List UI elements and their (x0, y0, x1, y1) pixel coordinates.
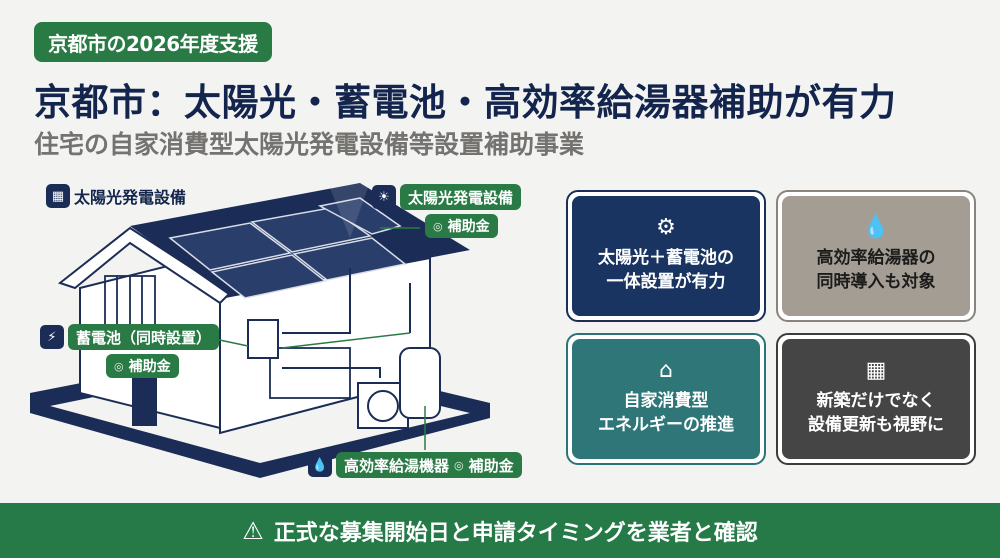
water-heater-text: 高効率給湯機器 (344, 456, 450, 475)
battery-callout: ⚡ 蓄電池（同時設置） (40, 324, 220, 350)
card-text: 自家消費型 エネルギーの推進 (598, 391, 734, 435)
warning-icon: ⚠ (242, 516, 264, 545)
year-tag: 京都市の2026年度支援 (34, 22, 272, 62)
water-heater-callout: 💧 高効率給湯機器 ◎ 補助金 (308, 452, 522, 478)
house-arrow-icon: ⌂ (659, 358, 673, 384)
coins-icon: ◎ (433, 219, 443, 233)
card-equipment-update: ▦ 新築だけでなく 設備更新も視野に (776, 333, 976, 465)
solar-callout: ☀ 太陽光発電設備 (372, 184, 522, 210)
battery-subsidy: ◎ 補助金 (106, 354, 179, 378)
top-left-solar-label: ▦ 太陽光発電設備 (46, 184, 186, 208)
water-drop-icon: 💧 (308, 453, 332, 477)
card-text: 新築だけでなく 設備更新も視野に (808, 391, 944, 435)
top-left-solar-text: 太陽光発電設備 (74, 188, 187, 207)
battery-callout-pill: 蓄電池（同時設置） (68, 324, 220, 350)
solar-subsidy-text: 補助金 (447, 219, 490, 235)
solar-callout-pill: 太陽光発電設備 (400, 184, 522, 210)
card-water-heater: 💧 高効率給湯器の 同時導入も対象 (776, 190, 976, 322)
notice-banner: ⚠ 正式な募集開始日と申請タイミングを業者と確認 (0, 503, 1000, 558)
page-title: 京都市：太陽光・蓄電池・高効率給湯器補助が有力 (34, 81, 897, 124)
sun-icon: ☀ (372, 185, 396, 209)
card-text: 高効率給湯器の 同時導入も対象 (816, 248, 936, 292)
coins-icon: ◎ (114, 359, 124, 373)
calendar-icon: ▦ (865, 358, 887, 384)
battery-icon: ⚡ (40, 325, 64, 349)
battery-subsidy-text: 補助金 (128, 359, 171, 375)
coins-icon: ◎ (454, 458, 464, 472)
card-self-consumption: ⌂ 自家消費型 エネルギーの推進 (566, 333, 766, 465)
gears-icon: ⚙ (656, 215, 676, 241)
house-illustration: ▦ 太陽光発電設備 ☀ 太陽光発電設備 ◎ 補助金 ⚡ 蓄電池（同時設置） ◎ 補助… (20, 178, 560, 488)
water-heater-subsidy-text: 補助金 (468, 456, 514, 475)
card-solar-battery: ⚙ 太陽光＋蓄電池の 一体設置が有力 (566, 190, 766, 322)
card-text: 太陽光＋蓄電池の 一体設置が有力 (598, 248, 734, 292)
water-drops-icon: 💧 (862, 215, 890, 241)
notice-text: 正式な募集開始日と申請タイミングを業者と確認 (273, 520, 758, 546)
house-drawing (30, 182, 490, 478)
solar-subsidy: ◎ 補助金 (425, 214, 498, 238)
page-subtitle: 住宅の自家消費型太陽光発電設備等設置補助事業 (34, 130, 585, 159)
solar-panel-icon: ▦ (46, 184, 70, 208)
